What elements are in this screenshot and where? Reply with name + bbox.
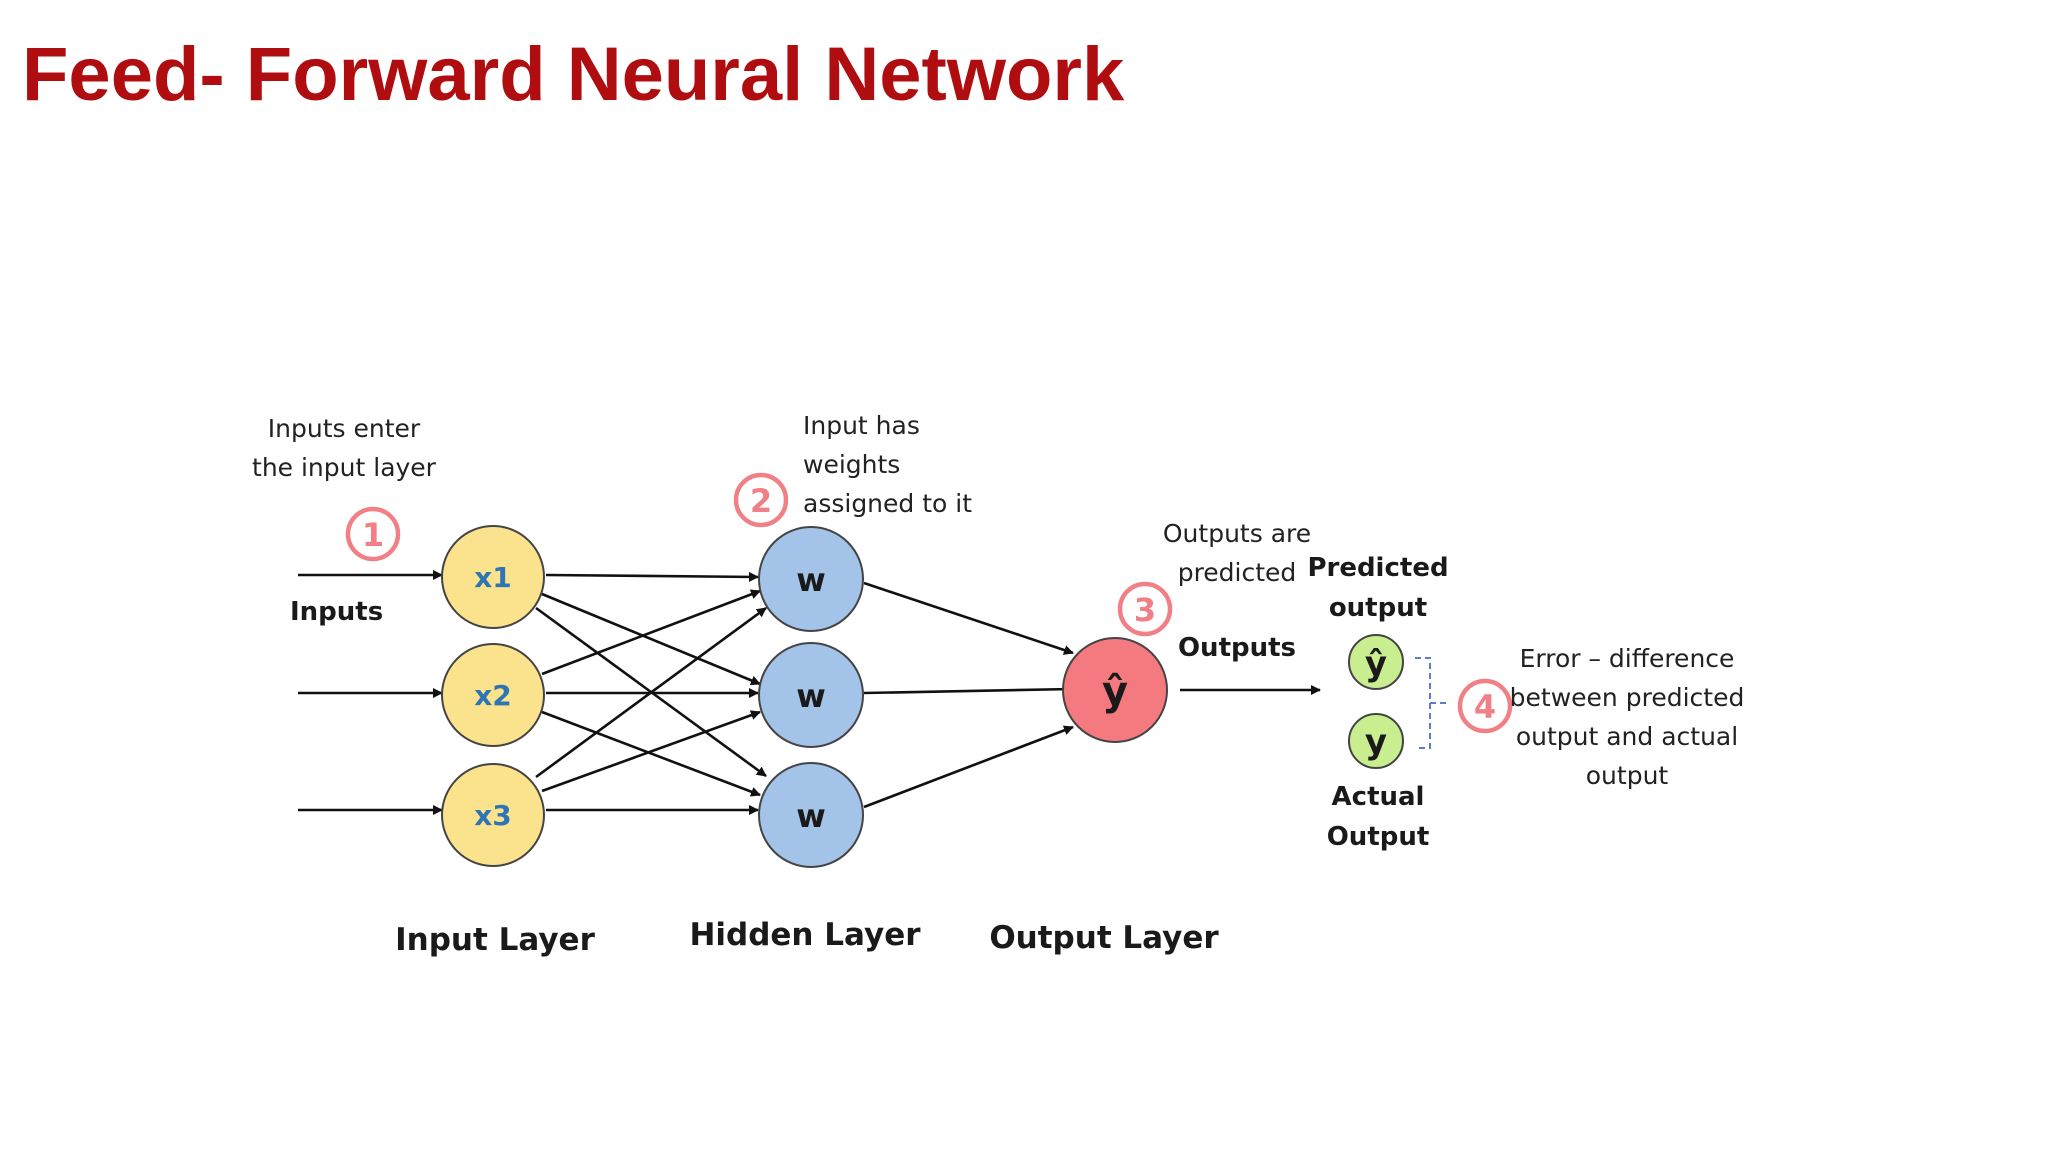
annotation-error-line-2: between predicted: [1510, 683, 1745, 712]
hidden-layer: w w w: [758, 526, 864, 868]
step-marker-4-number: 4: [1474, 688, 1496, 726]
edge-x2-h1: [541, 589, 761, 676]
edge-x3-h1: [535, 606, 767, 779]
annotation-weights-line-2: weights: [803, 450, 900, 479]
hidden-node-3-circle: [758, 762, 864, 868]
output-node-label: ŷ: [1102, 669, 1128, 715]
hidden-node-1-label: w: [796, 561, 826, 599]
annotation-actual-output: Actual Output: [1327, 782, 1430, 852]
step-marker-2-circle: [733, 472, 789, 528]
hidden-node-2: w: [758, 642, 864, 748]
annotation-predicted-output-line-2: output: [1329, 593, 1427, 623]
edge-x1-h2: [541, 592, 761, 686]
annotation-outputs: Outputs: [1178, 633, 1296, 663]
annotation-inputs-enter-line-2: the input layer: [252, 453, 437, 482]
layer-labels: Input Layer Hidden Layer Output Layer: [395, 917, 1219, 958]
input-node-x1-label: x1: [474, 561, 512, 594]
edge-x1-h1: [545, 571, 759, 582]
annotation-predicted-output: Predicted output: [1307, 553, 1448, 623]
hidden-node-1: w: [758, 526, 864, 632]
annotation-weights: Input has weights assigned to it: [803, 411, 972, 518]
edge-h1-out: [863, 581, 1074, 655]
step-marker-3-number: 3: [1134, 591, 1156, 629]
actual-node-label: y: [1365, 722, 1387, 762]
step-marker-3: 3: [1117, 581, 1173, 637]
step-marker-1-number: 1: [362, 516, 384, 554]
annotation-inputs-enter: Inputs enter the input layer: [252, 414, 437, 482]
input-node-x2: x2: [441, 643, 545, 747]
input-layer: x1 x2 x3: [441, 525, 545, 867]
hidden-node-1-circle: [758, 526, 864, 632]
step-marker-4: 4: [1457, 678, 1513, 734]
predicted-node-circle: [1348, 634, 1404, 690]
step-marker-4-circle: [1457, 678, 1513, 734]
input-node-x1: x1: [441, 525, 545, 629]
layer-label-hidden: Hidden Layer: [689, 917, 921, 953]
step-marker-1: 1: [345, 506, 401, 562]
input-node-x2-circle: [441, 643, 545, 747]
error-bracket: [1415, 657, 1446, 749]
annotation-weights-line-3: assigned to it: [803, 489, 972, 518]
step-marker-2: 2: [733, 472, 789, 528]
hidden-output-connections: [863, 581, 1321, 809]
step-marker-1-circle: [345, 506, 401, 562]
output-layer: ŷ: [1062, 637, 1168, 743]
layer-label-input: Input Layer: [395, 922, 595, 958]
step-marker-2-number: 2: [750, 482, 772, 520]
output-node-circle: [1062, 637, 1168, 743]
annotation-error-line-4: output: [1586, 761, 1669, 790]
annotation-outputs-predicted-line-1: Outputs are: [1163, 519, 1311, 548]
annotation-outputs-predicted: Outputs are predicted: [1163, 519, 1311, 587]
input-node-x3-circle: [441, 763, 545, 867]
edge-x2-h3: [541, 710, 761, 797]
annotation-error-line-3: output and actual: [1516, 722, 1738, 751]
annotation-outputs-predicted-line-2: predicted: [1178, 558, 1297, 587]
hidden-node-3: w: [758, 762, 864, 868]
slide-title: Feed- Forward Neural Network: [22, 32, 1125, 117]
annotation-actual-output-line-1: Actual: [1332, 782, 1425, 812]
input-node-x3-label: x3: [474, 799, 512, 832]
edge-h2-out: [863, 684, 1074, 695]
layer-label-output: Output Layer: [989, 920, 1219, 956]
hidden-node-2-circle: [758, 642, 864, 748]
predicted-node-label: ŷ: [1365, 644, 1387, 684]
annotation-inputs-enter-line-1: Inputs enter: [268, 414, 421, 443]
annotation-inputs: Inputs: [290, 597, 383, 627]
step-marker-3-circle: [1117, 581, 1173, 637]
step-markers: 1 2 3 4: [345, 472, 1513, 734]
annotation-actual-output-line-2: Output: [1327, 822, 1430, 852]
input-node-x2-label: x2: [474, 679, 512, 712]
input-node-x1-circle: [441, 525, 545, 629]
annotation-error-line-1: Error – difference: [1520, 644, 1735, 673]
edge-h3-out: [863, 725, 1074, 809]
result-nodes: ŷ y: [1348, 634, 1446, 769]
actual-node-circle: [1348, 713, 1404, 769]
annotation-weights-line-1: Input has: [803, 411, 920, 440]
input-arrows: [298, 570, 443, 815]
hidden-node-3-label: w: [796, 797, 826, 835]
annotation-error: Error – difference between predicted out…: [1510, 644, 1745, 790]
annotation-predicted-output-line-1: Predicted: [1307, 553, 1448, 583]
input-node-x3: x3: [441, 763, 545, 867]
input-hidden-connections: [535, 571, 767, 815]
edge-x3-h2: [541, 710, 761, 793]
hidden-node-2-label: w: [796, 677, 826, 715]
